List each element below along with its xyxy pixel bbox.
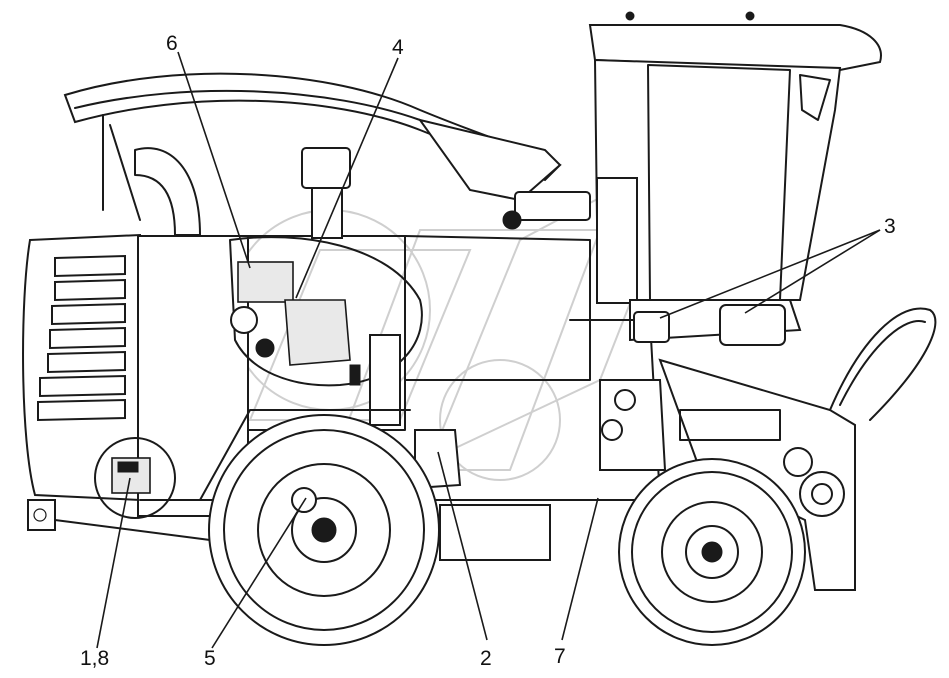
operator-cab	[588, 11, 882, 342]
callout-3: 3	[884, 215, 896, 238]
callout-1-8: 1,8	[80, 647, 110, 670]
rear-wheel	[208, 414, 440, 646]
rear-component-cluster	[94, 437, 176, 519]
callout-6: 6	[166, 32, 178, 55]
engine-hood	[22, 147, 591, 517]
radiator-grille	[37, 254, 126, 422]
engine-components	[229, 236, 423, 426]
callout-4: 4	[392, 36, 404, 59]
callout-2: 2	[480, 647, 492, 670]
callout-5: 5	[204, 647, 216, 670]
discharge-spout	[63, 72, 591, 230]
callout-7: 7	[554, 645, 566, 668]
leader-lines	[96, 51, 881, 649]
front-wheel	[618, 458, 806, 646]
